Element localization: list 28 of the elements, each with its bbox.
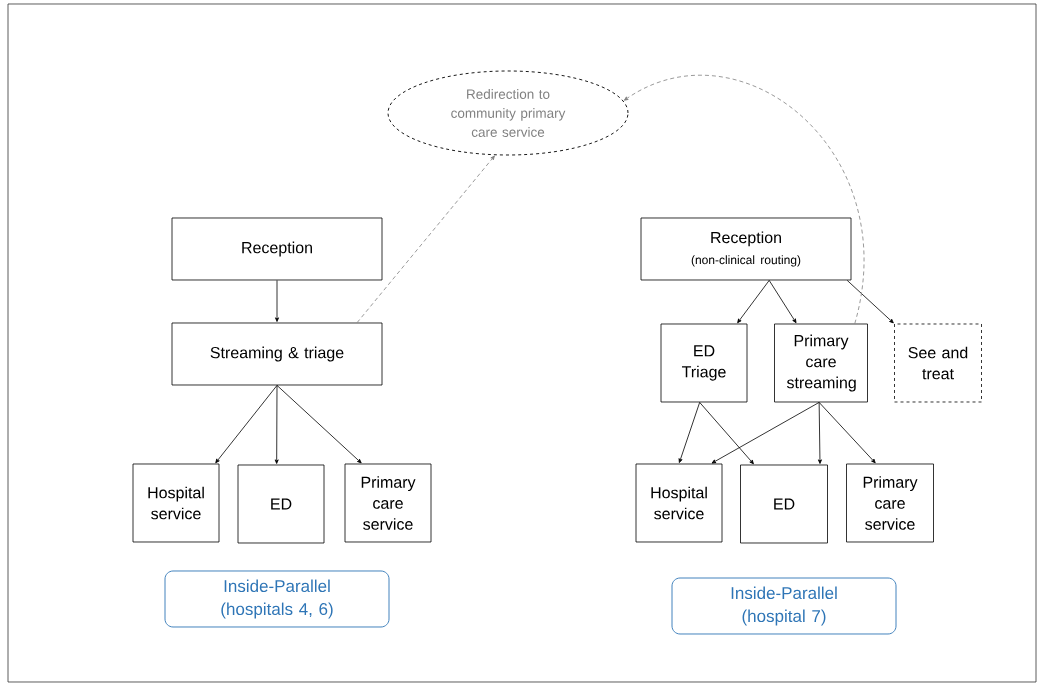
- arrow: [711, 402, 820, 464]
- optional-process-box: See and treat: [894, 323, 982, 403]
- arrow: [274, 385, 279, 464]
- process-box: ED Triage: [660, 323, 748, 403]
- arrow: [275, 280, 279, 322]
- arrow: [699, 402, 754, 465]
- arrow: [356, 155, 495, 323]
- arrow: [768, 280, 797, 324]
- model-label-box: Inside-Parallel (hospitals 4, 6): [164, 570, 390, 628]
- process-box: Reception: [171, 217, 383, 281]
- arrow: [215, 385, 278, 464]
- arrow: [818, 402, 876, 464]
- arrow: [817, 402, 822, 464]
- process-box: Streaming & triage: [171, 322, 383, 386]
- process-box: Hospital service: [635, 463, 723, 543]
- arrow: [623, 75, 864, 324]
- arrow: [678, 402, 701, 463]
- arrow: [737, 280, 770, 324]
- process-box: Primary care streaming: [774, 323, 868, 403]
- process-box: Reception (non-clinical routing): [640, 217, 852, 281]
- process-box: Hospital service: [132, 463, 220, 543]
- process-box: ED: [740, 464, 828, 544]
- arrow: [846, 280, 894, 324]
- process-box: Primary care service: [846, 463, 934, 543]
- model-label-box: Inside-Parallel (hospital 7): [671, 577, 897, 635]
- process-box: Primary care service: [344, 463, 432, 543]
- process-box: ED: [237, 464, 325, 544]
- arrow: [276, 385, 362, 464]
